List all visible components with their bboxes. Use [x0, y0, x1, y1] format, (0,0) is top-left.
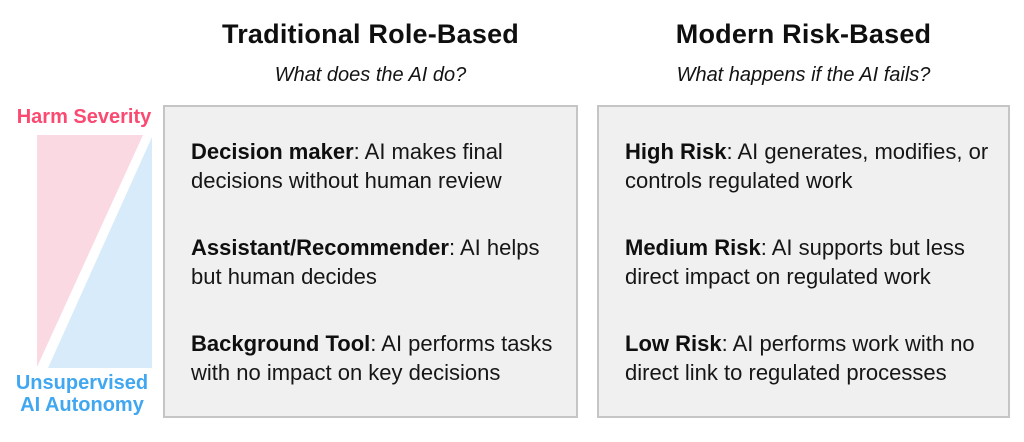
modern-item-high-risk: High Risk: AI generates, modifies, or co… — [625, 137, 994, 195]
traditional-item-assistant: Assistant/Recommender: AI helps but huma… — [191, 233, 562, 291]
modern-subtitle: What happens if the AI fails? — [676, 64, 931, 86]
modern-item-low-risk: Low Risk: AI performs work with no direc… — [625, 329, 994, 387]
modern-item-medium-risk-term: Medium Risk — [625, 235, 761, 260]
modern-panel: High Risk: AI generates, modifies, or co… — [597, 105, 1010, 418]
traditional-panel: Decision maker: AI makes final decisions… — [163, 105, 578, 418]
ai-autonomy-label-line1: Unsupervised — [15, 372, 149, 394]
traditional-item-background-tool-desc: : AI performs tasks with no impact on ke… — [191, 331, 553, 385]
traditional-item-background-tool-term: Background Tool — [191, 331, 371, 356]
modern-title: Modern Risk-Based — [675, 19, 932, 49]
harm-severity-label: Harm Severity — [16, 106, 152, 128]
traditional-column-header: Traditional Role-Based What does the AI … — [163, 17, 578, 87]
modern-column-header: Modern Risk-Based What happens if the AI… — [597, 17, 1010, 87]
modern-item-low-risk-term: Low Risk — [625, 331, 722, 356]
modern-item-medium-risk-desc: : AI supports but less direct impact on … — [625, 235, 965, 289]
traditional-item-decision-maker-term: Decision maker — [191, 139, 354, 164]
modern-item-medium-risk: Medium Risk: AI supports but less direct… — [625, 233, 994, 291]
ai-autonomy-triangle — [48, 137, 152, 368]
traditional-title: Traditional Role-Based — [222, 19, 519, 49]
traditional-item-assistant-term: Assistant/Recommender — [191, 235, 449, 260]
traditional-item-background-tool: Background Tool: AI performs tasks with … — [191, 329, 562, 387]
traditional-item-assistant-desc: : AI helps but human decides — [191, 235, 540, 289]
ai-autonomy-label: Unsupervised AI Autonomy — [4, 372, 160, 416]
modern-item-high-risk-term: High Risk — [625, 139, 727, 164]
traditional-item-decision-maker-desc: : AI makes final decisions without human… — [191, 139, 503, 193]
ai-autonomy-label-line2: AI Autonomy — [20, 394, 144, 416]
traditional-subtitle: What does the AI do? — [274, 64, 467, 86]
severity-autonomy-triangles — [37, 135, 152, 368]
modern-item-high-risk-desc: : AI generates, modifies, or controls re… — [625, 139, 989, 193]
traditional-item-decision-maker: Decision maker: AI makes final decisions… — [191, 137, 562, 195]
modern-item-low-risk-desc: : AI performs work with no direct link t… — [625, 331, 975, 385]
harm-severity-triangle — [37, 135, 143, 367]
